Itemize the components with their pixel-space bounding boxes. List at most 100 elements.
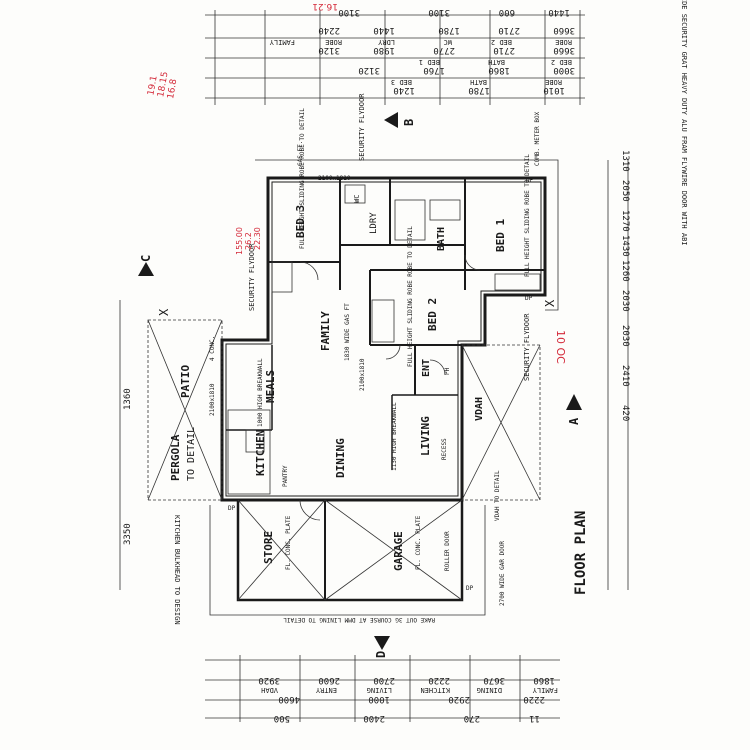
- section-markers: B C X X: [138, 112, 557, 316]
- top-dim-9: 2240: [318, 25, 340, 35]
- room-family: FAMILY: [319, 311, 332, 351]
- svg-text:4 CONC.: 4 CONC.: [209, 336, 216, 361]
- room-wc: WC: [353, 195, 361, 203]
- left-dimension-column: 1360 3350 KITCHEN BULKHEAD TO DESIGN: [119, 300, 181, 625]
- svg-text:DP: DP: [228, 505, 236, 512]
- svg-text:3920: 3920: [258, 675, 280, 685]
- svg-text:FULL HEIGHT SLIDING ROBE ROBE: FULL HEIGHT SLIDING ROBE ROBE TO DETAIL: [299, 108, 306, 249]
- svg-text:KITCHEN BULKHEAD TO DESIGN: KITCHEN BULKHEAD TO DESIGN: [173, 515, 181, 625]
- room-kitchen: KITCHEN: [254, 430, 267, 476]
- svg-text:DP: DP: [526, 177, 534, 184]
- room-bed1: BED 1: [494, 219, 507, 252]
- svg-text:2410: 2410: [620, 365, 630, 387]
- svg-text:SECURITY FLYDOOR: SECURITY FLYDOOR: [523, 313, 531, 381]
- top-label-6: FAMILY: [269, 38, 295, 46]
- svg-text:KITCHEN: KITCHEN: [420, 686, 450, 694]
- svg-text:11: 11: [529, 713, 540, 723]
- top-dim-7: 1780: [438, 25, 460, 35]
- svg-text:PANTRY: PANTRY: [282, 465, 289, 487]
- section-c-label: C: [139, 255, 153, 262]
- annotations: SECURITY FLYDOOR SECURITY FLYDOOR SECURI…: [209, 93, 541, 623]
- top-dim-12: 2770: [433, 45, 455, 55]
- room-bath: BATH: [436, 227, 447, 251]
- svg-text:1360: 1360: [123, 388, 133, 410]
- room-pergola: PERGOLA: [169, 434, 182, 481]
- red-left-notes: 19.1 18.15 16.8: [146, 71, 179, 100]
- svg-text:1430: 1430: [620, 235, 630, 257]
- svg-text:270: 270: [464, 713, 480, 723]
- top-dim-21: 1240: [393, 85, 415, 95]
- room-verandah: VDAH: [474, 397, 485, 421]
- top-label-4: LDRY: [377, 38, 395, 46]
- sheet-title: FLOOR PLAN: [573, 511, 589, 595]
- svg-text:PROVIDE SECURITY GRAT HEAVY DU: PROVIDE SECURITY GRAT HEAVY DUTY ALU FRA…: [680, 0, 688, 246]
- svg-text:FL. CONC. PLATE: FL. CONC. PLATE: [285, 515, 292, 570]
- top-label-12: BED 3: [391, 78, 412, 86]
- room-ent: ENT: [421, 359, 432, 377]
- top-dim-1: 1440: [548, 7, 570, 17]
- top-label-7: BED 2: [551, 58, 572, 66]
- svg-text:1310: 1310: [620, 150, 630, 172]
- svg-text:3670: 3670: [483, 675, 505, 685]
- top-dim-8: 1440: [373, 25, 395, 35]
- top-dim-11: 2710: [493, 45, 515, 55]
- top-label-1: ROBE: [555, 38, 572, 46]
- svg-text:2030: 2030: [620, 325, 630, 347]
- svg-text:1130 HIGH BREAKWALL: 1130 HIGH BREAKWALL: [391, 402, 398, 471]
- room-ldry: LDRY: [369, 212, 379, 234]
- svg-text:VDAH: VDAH: [261, 686, 278, 694]
- svg-text:PH: PH: [444, 367, 451, 375]
- svg-text:DP: DP: [525, 295, 533, 302]
- svg-text:500: 500: [274, 713, 290, 723]
- svg-text:2700: 2700: [373, 675, 395, 685]
- room-bed3: BED 3: [294, 205, 307, 238]
- top-label-8: BATH: [488, 58, 505, 66]
- top-dim-3: 3100: [428, 7, 450, 17]
- svg-text:2100x1810: 2100x1810: [209, 383, 216, 416]
- svg-text:SECURITY FLYDOOR: SECURITY FLYDOOR: [358, 93, 366, 161]
- svg-text:LIVING: LIVING: [367, 686, 392, 694]
- svg-text:ENTRY: ENTRY: [315, 686, 337, 694]
- top-dim-4: 3100: [338, 7, 360, 17]
- svg-text:4600: 4600: [278, 694, 300, 704]
- svg-text:2600: 2600: [318, 675, 340, 685]
- svg-text:FULL HEIGHT SLIDING ROBE TO DE: FULL HEIGHT SLIDING ROBE TO DETAIL: [524, 154, 531, 277]
- svg-text:16.8: 16.8: [166, 78, 179, 100]
- section-a-label: A: [567, 417, 581, 425]
- svg-text:FL. CONC. PLATE: FL. CONC. PLATE: [415, 515, 422, 570]
- svg-text:420: 420: [620, 405, 630, 421]
- top-right-note: PROVIDE SECURITY GRAT HEAVY DUTY ALU FRA…: [680, 0, 688, 246]
- svg-text:SECURITY FLYDOOR: SECURITY FLYDOOR: [248, 243, 256, 311]
- room-living: LIVING: [419, 416, 432, 456]
- room-labels: BED 3 LDRY WC BATH BED 1 BED 2 FAMILY EN…: [169, 195, 507, 571]
- svg-text:1260: 1260: [620, 260, 630, 282]
- top-label-5: ROBE: [325, 38, 342, 46]
- svg-text:FAMILY: FAMILY: [532, 686, 558, 694]
- room-dining: DINING: [334, 438, 347, 478]
- svg-text:GAS FT.: GAS FT.: [297, 141, 304, 166]
- bottom-dimension-block: 1860 3670 2220 2700 2600 3920 FAMILY DIN…: [205, 636, 560, 723]
- section-x-label-2: X: [543, 299, 557, 307]
- svg-text:3350: 3350: [123, 523, 133, 545]
- section-b-label: B: [402, 119, 416, 126]
- svg-text:1270: 1270: [620, 210, 630, 232]
- top-dim-18: 3120: [358, 65, 380, 75]
- svg-text:ROLLER DOOR: ROLLER DOOR: [444, 531, 451, 571]
- svg-text:1860: 1860: [533, 675, 555, 685]
- svg-text:18.15: 18.15: [156, 71, 170, 98]
- top-dim-19: 1010: [543, 85, 565, 95]
- top-label-9: BED 1: [419, 58, 440, 66]
- svg-text:22.30: 22.30: [253, 227, 262, 250]
- room-garage: GARAGE: [392, 531, 405, 571]
- right-dimension-column: 1310 2050 1270 1430 1260 2030 2030 2410 …: [554, 150, 630, 595]
- room-meals: MEALS: [264, 370, 277, 403]
- top-dim-2: 600: [499, 7, 515, 17]
- svg-text:26.2: 26.2: [244, 232, 253, 250]
- top-dim-20: 1780: [468, 85, 490, 95]
- svg-text:VDAH TO DETAIL: VDAH TO DETAIL: [494, 470, 501, 521]
- svg-text:2400: 2400: [363, 713, 385, 723]
- svg-text:DINING: DINING: [477, 686, 502, 694]
- top-dim-5: 3660: [553, 25, 575, 35]
- top-label-3: WC: [444, 38, 452, 46]
